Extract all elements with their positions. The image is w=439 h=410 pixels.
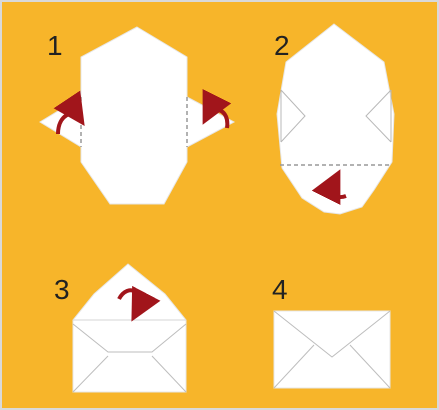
step-3-paper [73, 264, 186, 392]
step-2-paper [277, 24, 394, 214]
step-4-envelope [274, 311, 390, 388]
